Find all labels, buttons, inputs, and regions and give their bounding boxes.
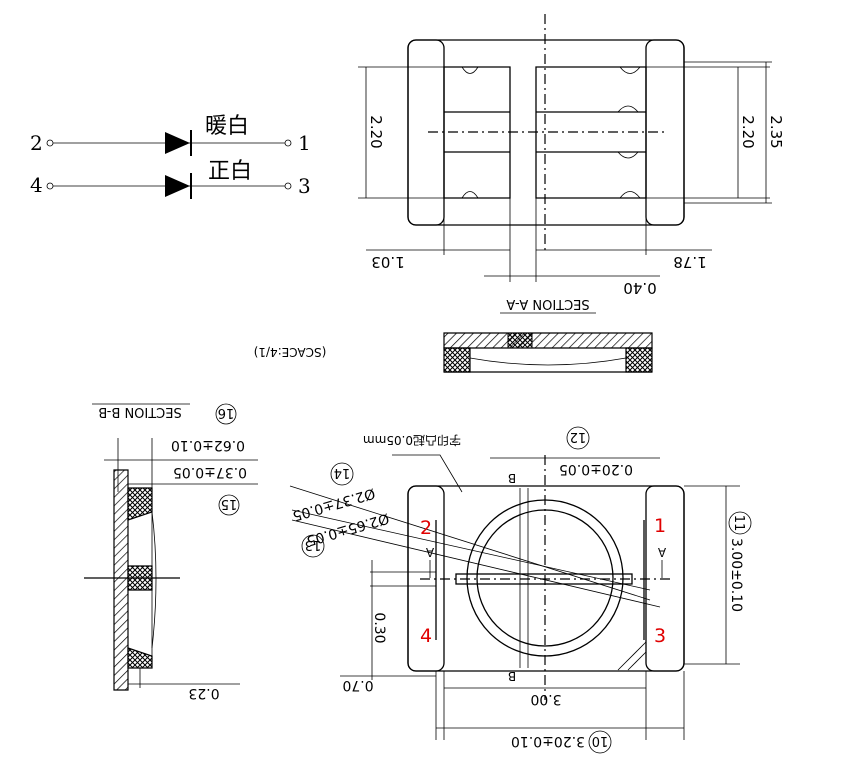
callout-13-circle (301, 534, 325, 558)
callout-14: 14 (334, 465, 351, 480)
terminal-dot (46, 139, 54, 147)
dim-right-inner-height: 2.20 (739, 115, 757, 148)
section-aa-lens (469, 357, 627, 366)
dim-inner: 0.37±0.05 (173, 464, 247, 480)
callout-12-circle (566, 426, 590, 450)
pad-notch (461, 66, 479, 199)
dim-outer: 0.62±0.10 (171, 437, 245, 453)
terminal-dot (46, 182, 54, 190)
right-pad-divider (536, 111, 646, 153)
section-aa: SECTION A-A (SCACE:4/1) (254, 296, 653, 373)
callout-16-circle (215, 403, 237, 425)
dim-bottom-right: 1.78 (673, 253, 706, 271)
pad-1-label: 1 (654, 515, 666, 537)
dim-height: 3.00±0.10 (728, 538, 744, 612)
section-bb-top-wall (127, 487, 153, 521)
dim-left-height: 2.20 (367, 115, 385, 148)
callout-10: 10 (592, 733, 609, 748)
dim-bottom-left: 1.03 (371, 253, 404, 271)
terminal-dot (284, 139, 292, 147)
section-marker-b-bottom: B (508, 669, 516, 683)
note-leader (392, 454, 463, 493)
terminal-dot (284, 182, 292, 190)
section-aa-center (507, 332, 533, 349)
pad-2-label: 2 (420, 517, 432, 539)
pin-2-label: 2 (30, 131, 43, 155)
callout-11: 11 (731, 515, 746, 532)
callout-11-circle (728, 511, 752, 535)
section-bb: SECTION B-B 16 0.62±0.10 0.37±0.05 15 0.… (84, 403, 258, 701)
dim-left-small: 0.30 (371, 612, 387, 643)
warm-white-label: 暖白 (205, 114, 249, 139)
leader-line (291, 509, 651, 591)
scale-note: (SCACE:4/1) (254, 345, 327, 359)
callout-14-circle (330, 462, 354, 486)
section-aa-title: SECTION A-A (506, 296, 589, 311)
section-bb-lens (151, 511, 157, 649)
section-aa-top-layer (443, 332, 653, 349)
callout-10-circle (588, 730, 612, 754)
cathode-chamfer (627, 651, 647, 671)
pad-3-label: 3 (654, 625, 666, 647)
section-bb-substrate (113, 469, 129, 691)
callout-16: 16 (218, 405, 235, 420)
dim-right-outer-height: 2.35 (767, 115, 785, 148)
cathode-chamfer (617, 641, 647, 671)
leader-line (291, 519, 661, 608)
led-schematic: 2 1 暖白 4 3 正白 (30, 114, 311, 199)
dim-bottom-left: 0.70 (342, 677, 373, 693)
pin-3-label: 3 (298, 174, 311, 198)
bottom-view: 字印凸起0.05mm 12 0.20±0.05 B 14 Ø2.37±0.05 … (289, 426, 752, 754)
top-view: 2.20 2.20 2.35 1.03 1.78 0.40 (358, 14, 785, 297)
dim-total-width: 3.20±0.10 (511, 733, 585, 749)
callout-13: 13 (305, 537, 322, 552)
pad-4-label: 4 (420, 625, 432, 647)
section-bb-bottom-wall (127, 647, 153, 669)
callout-15: 15 (221, 496, 238, 511)
pure-white-label: 正白 (208, 159, 252, 184)
dim-inner-width: 3.00 (530, 691, 561, 707)
pin-1-label: 1 (298, 131, 311, 155)
diode-arrow-icon (165, 132, 190, 154)
left-pad-divider (444, 111, 510, 153)
pad-notch (617, 66, 641, 199)
dim-bottom: 0.23 (188, 685, 219, 701)
section-aa-left-wall (443, 347, 471, 373)
section-aa-right-wall (625, 347, 653, 373)
diode-arrow-icon (165, 175, 190, 197)
dim-center-gap: 0.40 (623, 279, 656, 297)
leader-line (289, 485, 651, 601)
section-marker-b-top: B (508, 471, 516, 485)
section-bb-title: SECTION B-B (98, 404, 181, 419)
section-marker-a-left: A (425, 545, 434, 559)
polarity-note: 字印凸起0.05mm (363, 433, 461, 448)
callout-15-circle (218, 494, 240, 516)
dim-top-slot: 0.20±0.05 (559, 461, 633, 477)
pin-4-label: 4 (30, 173, 43, 197)
callout-12: 12 (570, 429, 587, 444)
left-cap (407, 39, 445, 226)
section-marker-a-right: A (657, 545, 666, 559)
